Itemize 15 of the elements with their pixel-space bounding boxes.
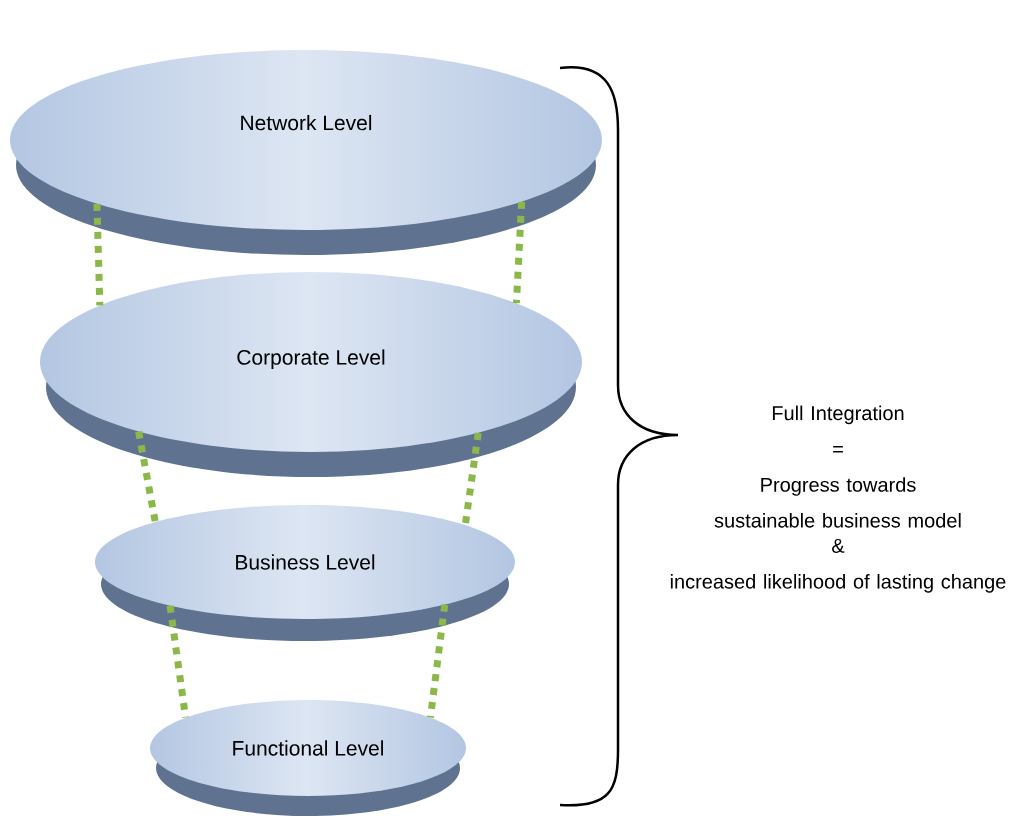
level-disc: Corporate Level: [40, 272, 582, 477]
annotation-text: Progress towards sustainable business model: [714, 477, 961, 528]
annotation-text: &: [832, 538, 845, 553]
dotted-connector: [461, 432, 482, 526]
dotted-connector: [512, 201, 526, 304]
dotted-connector: [426, 604, 449, 718]
annotation-text: Full Integration: [772, 405, 904, 425]
level-disc: Business Level: [95, 505, 515, 641]
dotted-connector: [166, 605, 190, 718]
annotation-text: =: [833, 446, 843, 453]
level-disc: Network Level: [10, 50, 602, 255]
annotation-text: increased likelihood of lasting change: [670, 574, 1006, 593]
dotted-connector: [93, 203, 104, 306]
dotted-connector: [135, 431, 159, 523]
level-disc: Functional Level: [150, 700, 466, 816]
